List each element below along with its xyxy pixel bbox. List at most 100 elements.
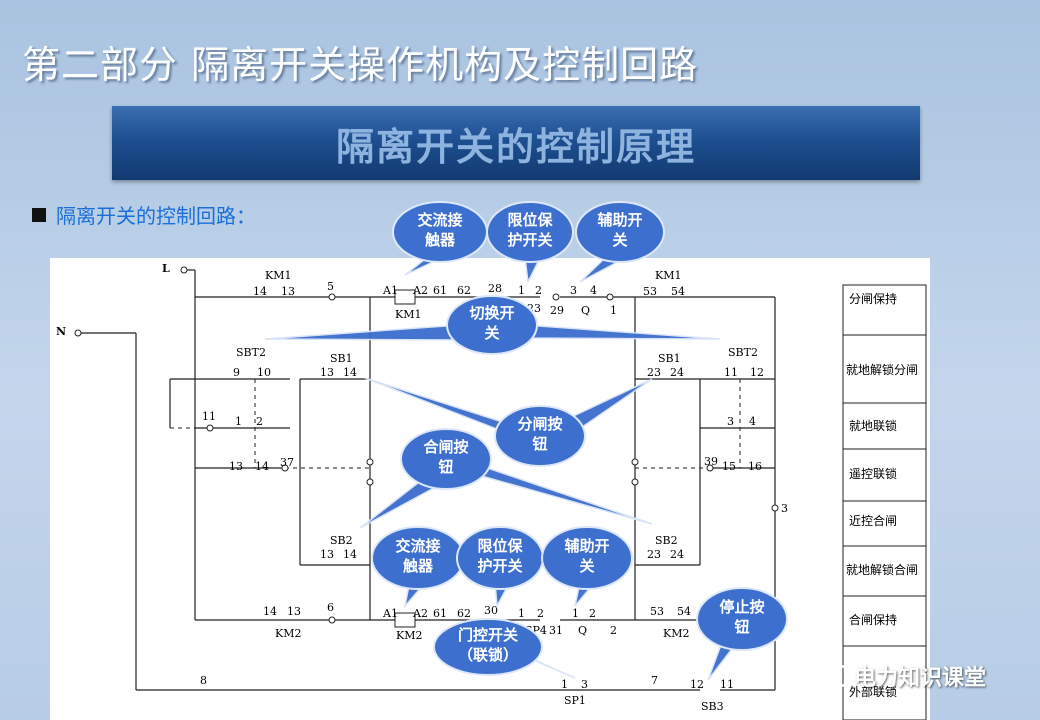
node-label: 7	[651, 674, 658, 687]
callout-bubble	[486, 201, 574, 263]
q-label: Q	[578, 624, 587, 637]
node-label: 6	[327, 601, 334, 614]
node-label: 30	[484, 604, 498, 617]
legend-item: 合闸保持	[849, 612, 897, 627]
node-label: 28	[488, 282, 502, 295]
node-label: 1	[561, 678, 568, 691]
label-km2-a: KM2	[275, 627, 301, 640]
watermark-text: 电力知识课堂	[854, 666, 987, 691]
callout-bubble	[494, 405, 586, 467]
node-label: 61	[433, 284, 447, 297]
label-sb2-left: SB2	[330, 534, 353, 547]
node-label: 14	[255, 460, 269, 473]
callout-text: 辅助开关	[597, 211, 642, 249]
label-sb2-right: SB2	[655, 534, 678, 547]
node-label: 54	[671, 285, 685, 298]
node-label: 13	[229, 460, 243, 473]
label-sb1-right: SB1	[658, 352, 681, 365]
callout-text: 辅助开关	[564, 537, 609, 575]
node-label: 53	[650, 605, 664, 618]
label-sb1-left: SB1	[330, 352, 353, 365]
node-label: 3	[727, 415, 734, 428]
node-label: 39	[704, 455, 718, 468]
node-label: 3	[781, 502, 788, 515]
callout-text: 限位保护开关	[507, 211, 553, 249]
node-label: 1	[610, 304, 617, 317]
node-label: 13	[320, 366, 334, 379]
node-label: 8	[200, 674, 207, 687]
callout-text: 合闸按钮	[422, 438, 468, 476]
node-label: 13	[320, 548, 334, 561]
callout-text: 停止按钮	[719, 598, 764, 636]
node-label: 2	[610, 624, 617, 637]
label-N: N	[56, 325, 66, 338]
legend-item: 近控合闸	[849, 513, 897, 528]
function-legend: 分闸保持 就地解锁分闸 就地联锁 遥控联锁 近控合闸 就地解锁合闸 合闸保持 外…	[842, 284, 927, 720]
coil-label: KM2	[396, 629, 422, 642]
legend-item: 就地解锁分闸	[846, 362, 918, 377]
callout-bubble	[541, 526, 633, 590]
callout-text: 交流接触器	[395, 537, 440, 575]
square-bullet-icon	[32, 207, 46, 222]
node-label: 1	[518, 607, 525, 620]
node-label: 23	[647, 548, 661, 561]
node-label: 1	[235, 415, 242, 428]
node-label: 54	[677, 605, 691, 618]
banner-text: 隔离开关的控制原理	[335, 124, 696, 169]
callout-bubble	[400, 428, 492, 490]
label-km1-b: KM1	[655, 269, 681, 282]
node-label: 31	[549, 624, 563, 637]
wechat-logo-icon	[818, 663, 848, 689]
node-label: 16	[748, 460, 762, 473]
callout-text: 切换开关	[469, 304, 514, 342]
node-label: 11	[720, 678, 734, 691]
node-label: 11	[202, 410, 216, 423]
node-label: 23	[647, 366, 661, 379]
watermark: 电力知识课堂	[818, 660, 986, 692]
node-label: A2	[412, 284, 428, 297]
callout-bubble	[575, 201, 665, 263]
node-label: 62	[457, 607, 471, 620]
label-km2-b: KM2	[663, 627, 689, 640]
node-label: 14	[343, 366, 357, 379]
node-label: 24	[670, 548, 684, 561]
node-label: 12	[690, 678, 704, 691]
callout-bubble	[696, 587, 788, 651]
node-label: 14	[263, 605, 277, 618]
legend-item: 外部联锁	[849, 684, 897, 699]
node-label: 53	[643, 285, 657, 298]
node-label: 29	[550, 304, 564, 317]
legend-item: 就地联锁	[849, 418, 897, 433]
legend-item: 就地解锁合闸	[846, 562, 918, 577]
node-label: 10	[257, 366, 271, 379]
node-label: 4	[749, 415, 756, 428]
node-label: 24	[670, 366, 684, 379]
node-label: 2	[256, 415, 263, 428]
node-label: A1	[382, 607, 398, 620]
legend-item: 分闸保持	[849, 291, 897, 306]
callout-text: 交流接触器	[417, 211, 462, 249]
legend-item: 遥控联锁	[849, 466, 897, 481]
q-label: Q	[581, 304, 590, 317]
label-sb3: SB3	[701, 700, 724, 713]
node-label: A1	[382, 284, 398, 297]
node-label: 1	[572, 607, 579, 620]
node-label: 2	[589, 607, 596, 620]
node-label: 2	[537, 607, 544, 620]
bullet-text: 隔离开关的控制回路：	[56, 204, 256, 228]
label-sbt2-right: SBT2	[728, 346, 758, 359]
node-label: 12	[750, 366, 764, 379]
node-label: 1	[518, 284, 525, 297]
callout-bubble	[433, 618, 543, 676]
node-label: 3	[570, 284, 577, 297]
node-label: 14	[343, 548, 357, 561]
label-sbt2-left: SBT2	[236, 346, 266, 359]
node-label: 15	[722, 460, 736, 473]
node-label: 61	[433, 607, 447, 620]
node-label: 5	[327, 280, 334, 293]
callout-text: 门控开关（联锁）	[458, 626, 518, 664]
node-label: 13	[281, 285, 295, 298]
node-label: 13	[287, 605, 301, 618]
label-sp1: SP1	[564, 694, 586, 707]
